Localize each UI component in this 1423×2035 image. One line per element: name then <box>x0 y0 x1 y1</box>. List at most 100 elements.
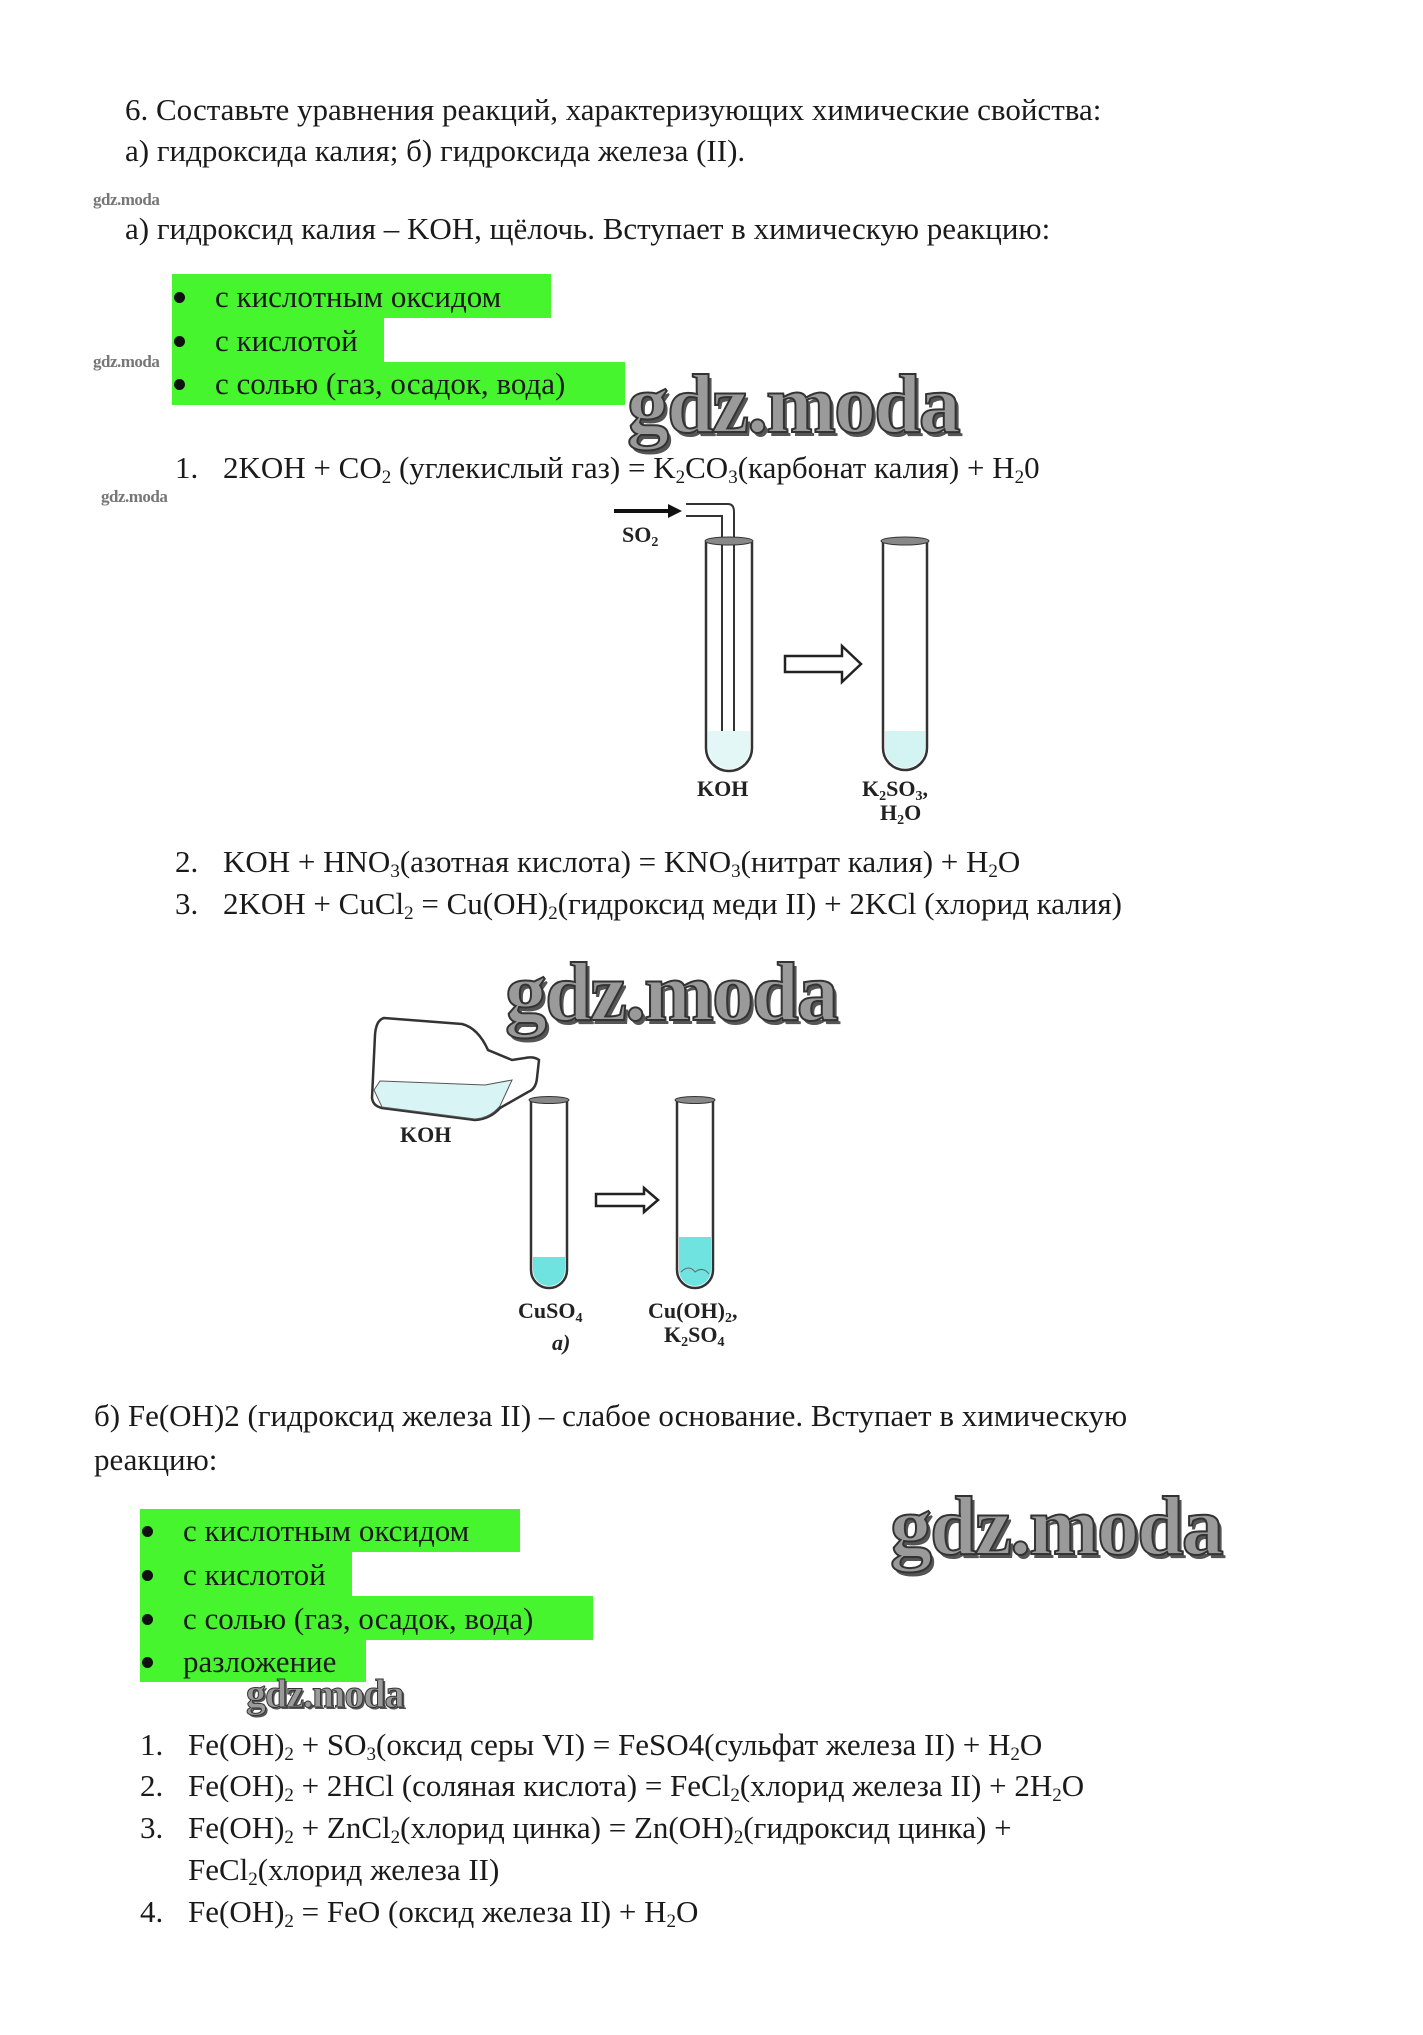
tube-rim-icon <box>880 536 930 546</box>
equation-text: (оксид серы VI) = FeSO4(сульфат железа I… <box>376 1727 1011 1762</box>
liquid-icon <box>679 1237 711 1286</box>
product-label-2: H2O <box>880 800 922 828</box>
equation-text: + 2HCl (соляная кислота) = FeCl <box>293 1768 731 1803</box>
subscript: 3 <box>366 1744 377 1765</box>
list-item-label: разложение <box>183 1644 337 1679</box>
gas-arrow-head-icon <box>668 504 682 518</box>
bullet-icon <box>142 1656 153 1668</box>
subscript: 3 <box>728 467 738 488</box>
list-item-label: с кислотным оксидом <box>183 1513 470 1548</box>
equation-number: 1. <box>175 450 199 485</box>
bottle-label: KOH <box>400 1122 452 1147</box>
highlight <box>140 1552 352 1596</box>
equation-text: (гидроксид цинка) + <box>743 1810 1012 1845</box>
subscript: 2 <box>404 903 414 924</box>
liquid-icon <box>533 1257 565 1286</box>
bullet-icon <box>174 335 185 347</box>
equation-text: (азотная кислота) = KNO <box>399 844 732 879</box>
equation-text: KOH + HNO <box>223 844 391 879</box>
subscript: 2 <box>1052 1785 1062 1806</box>
subscript: 2 <box>733 1827 744 1848</box>
equation: 2.KOH + HNO3(азотная кислота) = KNO3(нит… <box>175 842 1020 882</box>
list-item-label: с кислотой <box>215 323 358 358</box>
product-label-2: K2SO4 <box>664 1322 725 1350</box>
list-item: разложение <box>132 1642 336 1682</box>
reaction-arrow-icon <box>594 1185 660 1215</box>
part-b-intro-cont: реакцию: <box>94 1442 218 1477</box>
reactant-label: CuSO4 <box>518 1298 583 1326</box>
highlight <box>140 1640 366 1682</box>
test-tube-icon <box>881 542 929 772</box>
equation-text: Fe(OH) <box>188 1727 285 1762</box>
watermark-large: gdz.moda <box>889 1480 1225 1573</box>
subscript: 2 <box>548 903 558 924</box>
bullet-icon <box>142 1569 153 1581</box>
test-tube-icon <box>529 1101 569 1290</box>
watermark-large: gdz.moda <box>504 946 840 1039</box>
subscript: 2 <box>381 467 392 488</box>
equation-number: 3. <box>175 886 199 921</box>
part-b-intro: б) Fe(OH)2 (гидроксид железа II) – слабо… <box>94 1398 1128 1433</box>
equation-text: (углекислый газ) = K <box>391 450 676 485</box>
watermark-medium: gdz.moda <box>246 1671 406 1716</box>
equation-text: O <box>997 844 1021 879</box>
list-item: с кислотным оксидом <box>132 1511 469 1551</box>
watermark-small: gdz.moda <box>93 190 160 209</box>
equation-text: (нитрат калия) + H <box>740 844 989 879</box>
figure-1-drawing <box>614 503 930 773</box>
list-item: с солью (газ, осадок, вода) <box>164 364 565 404</box>
equation-text: (карбонат калия) + H <box>737 450 1015 485</box>
highlight <box>172 362 625 405</box>
subscript: 2 <box>1014 467 1025 488</box>
product-label: K2SO3, <box>862 776 928 804</box>
list-item: с солью (газ, осадок, вода) <box>132 1599 533 1639</box>
equation: 4.Fe(OH)2 = FeO (оксид железа II) + H2O <box>140 1892 698 1932</box>
tube-rim-icon <box>704 536 754 546</box>
equation: 1.2KOH + CO2 (углекислый газ) = K2CO3(ка… <box>175 448 1040 488</box>
subscript: 2 <box>248 1869 258 1890</box>
list-item: с кислотным оксидом <box>164 277 501 317</box>
equation-number: 2. <box>175 844 199 879</box>
equation-number: 3. <box>140 1810 164 1845</box>
liquid-icon <box>708 731 750 769</box>
subscript: 2 <box>666 1911 677 1932</box>
delivery-tube-icon <box>686 503 735 745</box>
equation-text: (хлорид железа II) <box>257 1852 500 1887</box>
list-item-label: с кислотой <box>183 1557 326 1592</box>
liquid-icon <box>885 731 925 768</box>
watermark-small: gdz.moda <box>101 487 168 506</box>
test-tube-icon <box>704 542 754 773</box>
watermark-small: gdz.moda <box>93 352 160 371</box>
equation: 1. Fe(OH)2 + SO3(оксид серы VI) = FeSO4(с… <box>140 1725 1042 1765</box>
highlight <box>172 274 551 318</box>
equation-text: O <box>1061 1768 1085 1803</box>
equation-text: O <box>676 1894 699 1929</box>
equation-text: CO <box>685 450 729 485</box>
figure-caption: а) <box>552 1330 571 1355</box>
equation-text: O <box>1019 1727 1043 1762</box>
subscript: 2 <box>284 1744 294 1765</box>
subscript: 2 <box>390 1827 401 1848</box>
equation-text: + ZnCl <box>293 1810 391 1845</box>
subscript: 2 <box>730 1785 740 1806</box>
equation-text: FeCl <box>188 1852 249 1887</box>
bullet-icon <box>174 378 185 390</box>
equation: 3.2KOH + CuCl2 = Cu(OH)2(гидроксид меди … <box>175 884 1122 924</box>
subscript: 2 <box>284 1827 294 1848</box>
equation-number: 1. <box>140 1727 164 1762</box>
subscript: 3 <box>731 861 741 882</box>
equation: 3.Fe(OH)2 + ZnCl2(хлорид цинка) = Zn(OH)… <box>140 1808 1012 1848</box>
list-item-label: с солью (газ, осадок, вода) <box>215 366 566 401</box>
equation-text: 0 <box>1024 450 1040 485</box>
subscript: 2 <box>675 467 686 488</box>
task-line-2: а) гидроксида калия; б) гидроксида желез… <box>125 133 746 168</box>
equation-text: + SO <box>293 1727 367 1762</box>
bullet-icon <box>174 291 185 303</box>
watermark-large: gdz.moda <box>626 358 962 451</box>
equation-text: (хлорид цинка) = Zn(OH) <box>400 1810 734 1845</box>
equation-text: 2KOH + CuCl <box>223 886 405 921</box>
subscript: 2 <box>284 1911 294 1932</box>
equation-text: Fe(OH) <box>188 1810 285 1845</box>
equation-text: (гидроксид меди II) + 2KCl (хлорид калия… <box>557 886 1122 921</box>
subscript: 3 <box>390 861 400 882</box>
